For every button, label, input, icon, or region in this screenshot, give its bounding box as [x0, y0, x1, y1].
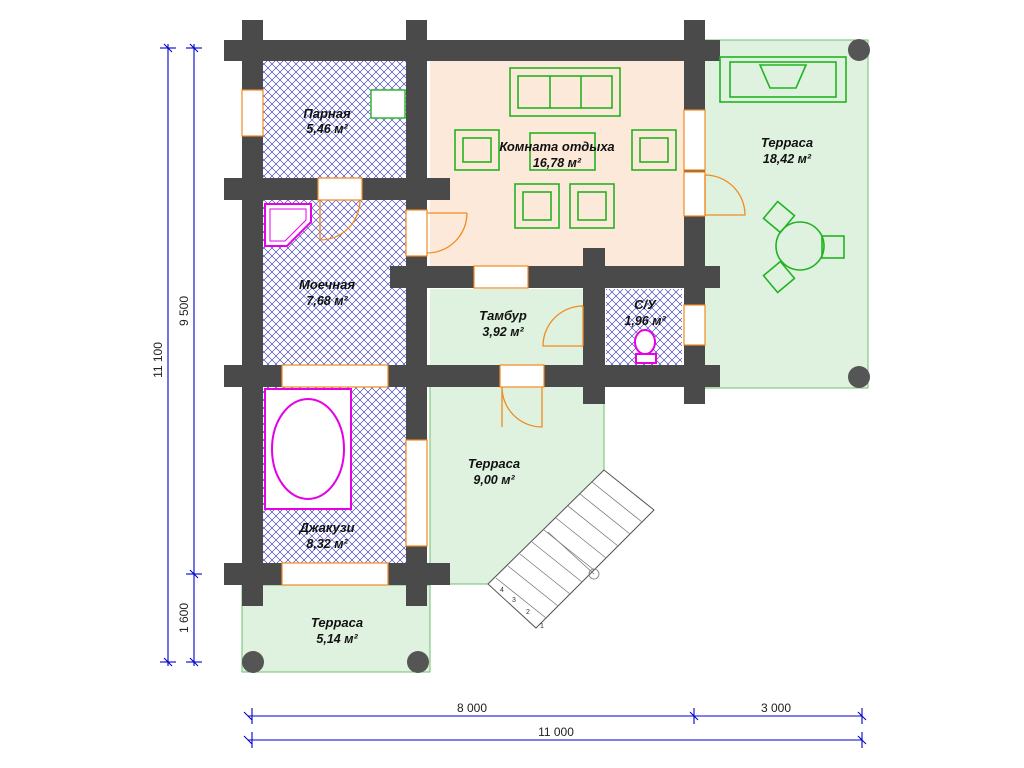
room-area-jacuzzi: 8,32 м² [306, 537, 348, 551]
dim-label-8000: 8 000 [457, 701, 487, 715]
stair-tread [495, 577, 547, 619]
room-name-wc: С/У [634, 297, 657, 312]
armchair-icon [454, 129, 500, 171]
jacuzzi-tub-icon [264, 388, 352, 510]
terrace-posts [242, 39, 870, 673]
windows [241, 89, 706, 586]
tambur-floor [430, 289, 584, 365]
room-area-wc: 1,96 м² [624, 314, 666, 328]
rest-room-floor [430, 61, 684, 266]
window-wc-east [683, 304, 706, 346]
toilet-icon [634, 329, 657, 364]
heater-stove-icon [370, 89, 406, 119]
dim-label-1600: 1 600 [177, 603, 191, 633]
furniture [264, 56, 847, 510]
stair-outline [487, 469, 655, 629]
stair-tread [519, 553, 571, 595]
patio-table-icon [762, 200, 845, 294]
stair-tread [507, 565, 559, 607]
stair-tread [591, 481, 643, 523]
dim-label-11100: 11 100 [151, 342, 165, 378]
stair-step-number: 2 [526, 609, 530, 616]
doors [319, 174, 746, 428]
dim-label-9500: 9 500 [177, 296, 191, 326]
wall-rest-south [390, 266, 720, 288]
opening-rest-terrace [683, 171, 706, 217]
stair-step-number: 1 [540, 623, 544, 630]
room-name-terrace-east: Терраса [761, 135, 813, 150]
armchair-icon [569, 183, 615, 229]
dimension-lines: 8 000 3 000 11 000 11 100 9 500 1 600 [151, 43, 867, 748]
door-tambur-wc [542, 305, 584, 347]
window-rest-east-1 [683, 109, 706, 171]
opening-parnaya-moechnaya [317, 177, 363, 201]
bbq-grill-icon [719, 56, 847, 103]
parnaya-floor [263, 61, 406, 178]
post-icon [407, 651, 429, 673]
post-icon [848, 39, 870, 61]
stair-direction-line [547, 531, 595, 575]
opening-tambur-terrace [499, 364, 545, 388]
room-name-rest: Комната отдыха [499, 139, 614, 154]
opening-moechnaya-jacuzzi [281, 364, 389, 388]
shower-tray-icon [264, 203, 312, 247]
coffee-table-icon [529, 132, 596, 171]
door-rest-west [426, 212, 468, 254]
door-rest-terrace [704, 174, 746, 216]
room-name-terrace-center: Терраса [468, 456, 520, 471]
terrace-east-floor [703, 39, 869, 389]
entrance-stairs: 1 2 3 4 [487, 469, 655, 630]
wall-west [242, 20, 263, 606]
stair-step-number: 3 [512, 597, 516, 604]
room-labels: Парная 5,46 м² Комната отдыха 16,78 м² Т… [298, 106, 813, 646]
window-jacuzzi-south [281, 562, 389, 586]
room-name-jacuzzi: Джакузи [298, 520, 354, 535]
dim-label-11000: 11 000 [538, 725, 574, 739]
door-parnaya [319, 199, 361, 241]
room-name-tambur: Тамбур [479, 308, 527, 323]
room-area-terrace-east: 18,42 м² [763, 152, 812, 166]
armchair-icon [631, 129, 677, 171]
opening-rest-west [405, 209, 428, 257]
room-area-terrace-center: 9,00 м² [473, 473, 515, 487]
stair-tread [531, 541, 583, 583]
window-parnaya-west [241, 89, 264, 137]
floor-fills [241, 39, 869, 673]
room-area-tambur: 3,92 м² [482, 325, 524, 339]
stair-tread [579, 493, 631, 535]
stair-tread [555, 517, 607, 559]
room-area-moechnaya: 7,68 м² [306, 294, 348, 308]
stair-start-marker [588, 568, 600, 580]
stair-step-number: 4 [500, 587, 504, 594]
post-icon [242, 651, 264, 673]
door-tambur-entry [501, 386, 543, 428]
room-area-parnaya: 5,46 м² [306, 122, 348, 136]
room-area-rest: 16,78 м² [533, 156, 582, 170]
room-name-terrace-south: Терраса [311, 615, 363, 630]
armchair-icon [514, 183, 560, 229]
stair-tread [543, 529, 595, 571]
room-name-moechnaya: Моечная [299, 277, 355, 292]
opening-rest-tambur [473, 265, 529, 289]
stair-tread [567, 505, 619, 547]
room-area-terrace-south: 5,14 м² [316, 632, 358, 646]
window-jacuzzi-east [405, 439, 428, 547]
wall-north [224, 40, 720, 61]
dim-label-3000: 3 000 [761, 701, 791, 715]
sofa-icon [509, 67, 621, 117]
post-icon [848, 366, 870, 388]
room-name-parnaya: Парная [303, 106, 351, 121]
